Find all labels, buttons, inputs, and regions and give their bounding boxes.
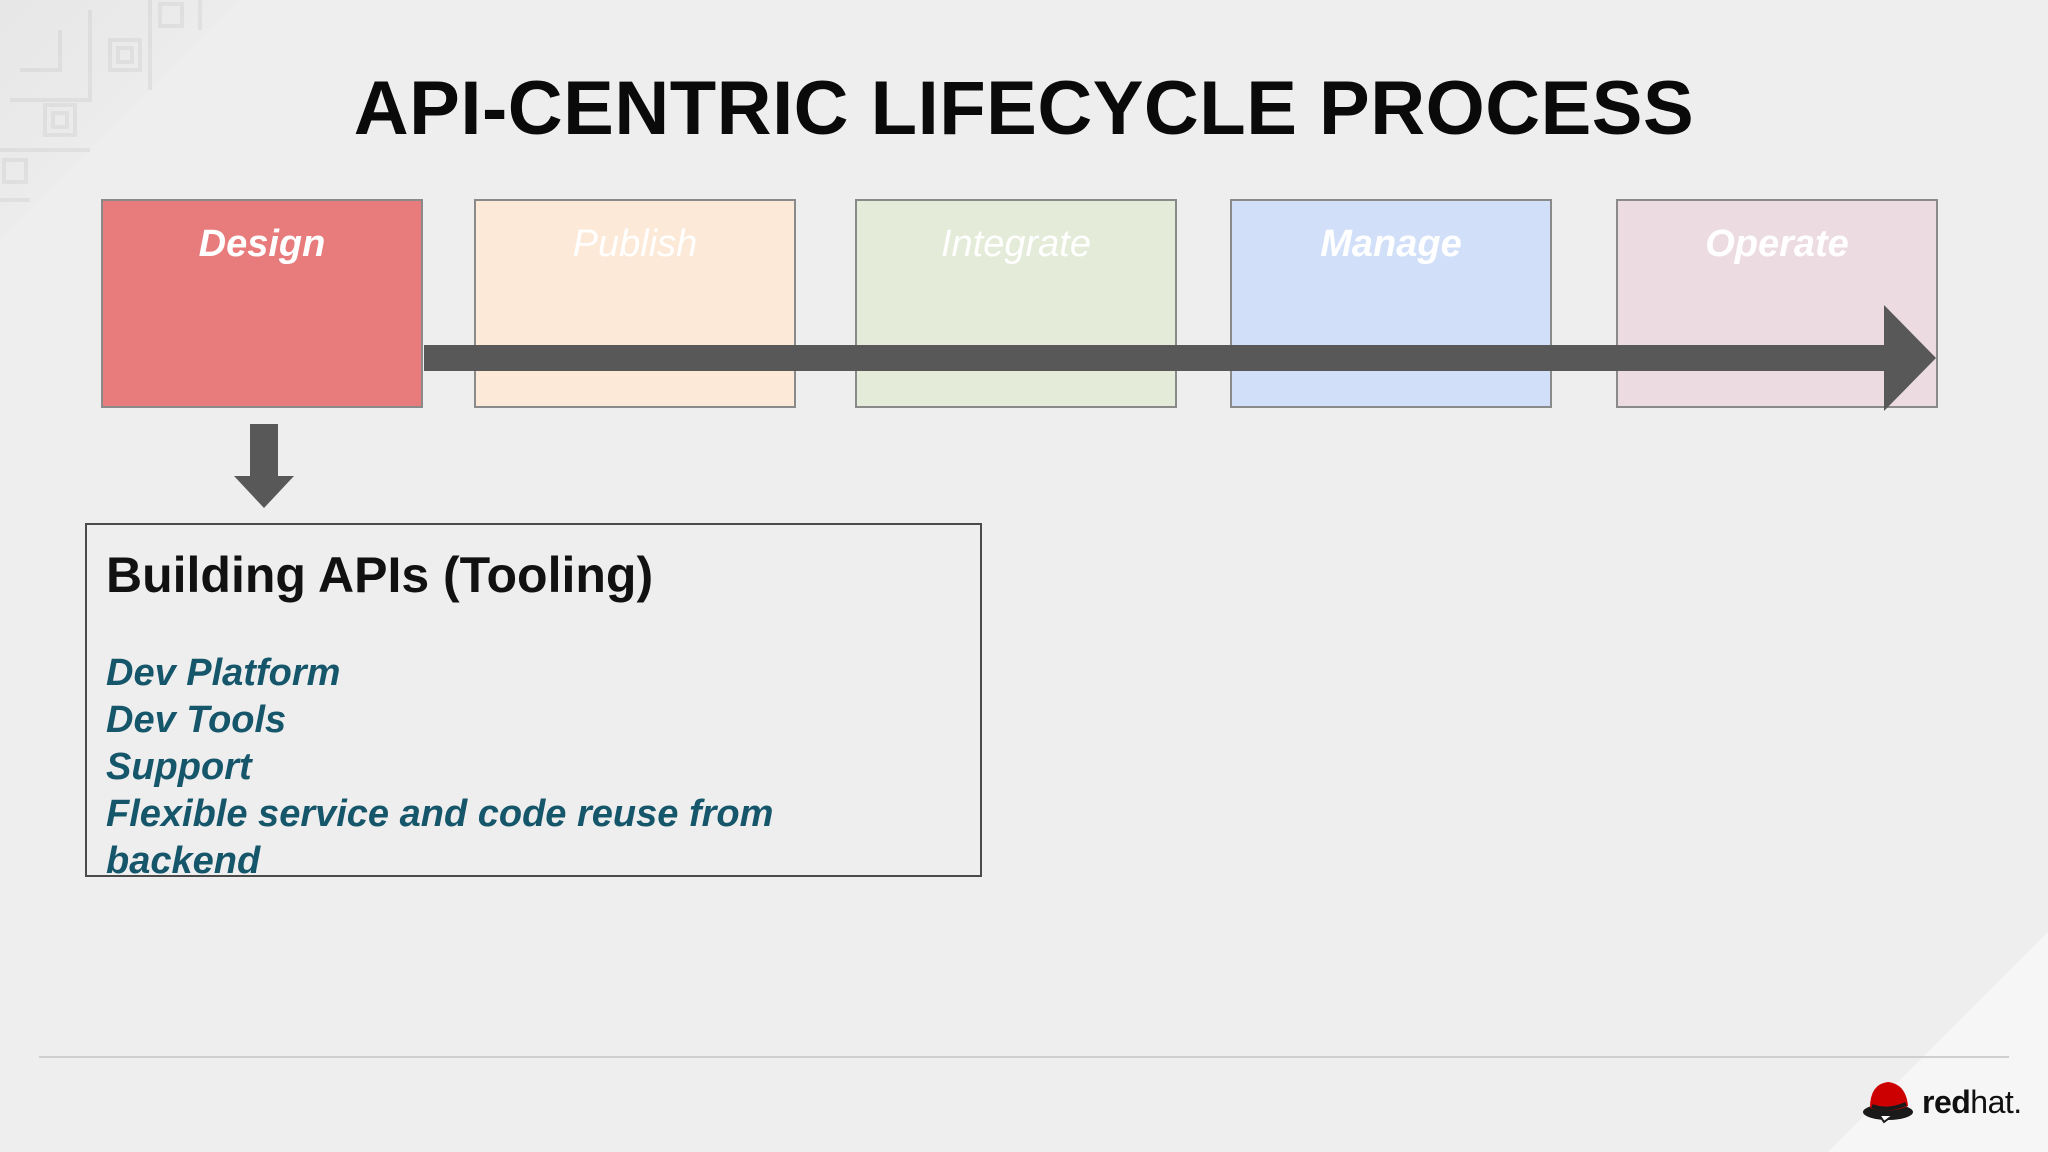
detail-item: Flexible service and code reuse from bac…: [106, 793, 774, 882]
lifecycle-arrow: [424, 305, 1936, 411]
detail-list: Dev Platform Dev Tools Support Flexible …: [106, 650, 866, 885]
down-arrow: [234, 424, 294, 508]
footer-divider: [39, 1056, 2009, 1058]
stage-manage: Manage: [1230, 199, 1552, 408]
redhat-wordmark: redhat.: [1922, 1084, 2022, 1120]
stage-label: Operate: [1705, 223, 1849, 265]
stage-label: Publish: [572, 223, 698, 265]
detail-item: Dev Tools: [106, 699, 287, 741]
stage-label: Integrate: [941, 223, 1091, 265]
corner-pattern-decoration: [0, 0, 240, 240]
stage-publish: Publish: [474, 199, 796, 408]
detail-box: [85, 523, 982, 877]
detail-title: Building APIs (Tooling): [106, 547, 654, 603]
stage-label: Design: [198, 223, 326, 265]
detail-item: Dev Platform: [106, 652, 341, 694]
stage-label: Manage: [1320, 223, 1462, 265]
stage-operate: Operate: [1616, 199, 1938, 408]
stage-design: Design: [101, 199, 423, 408]
slide-title: API-CENTRIC LIFECYCLE PROCESS: [353, 66, 1695, 151]
redhat-hat-icon: [1863, 1082, 1913, 1124]
stage-integrate: Integrate: [855, 199, 1177, 408]
detail-item: Support: [106, 746, 252, 788]
